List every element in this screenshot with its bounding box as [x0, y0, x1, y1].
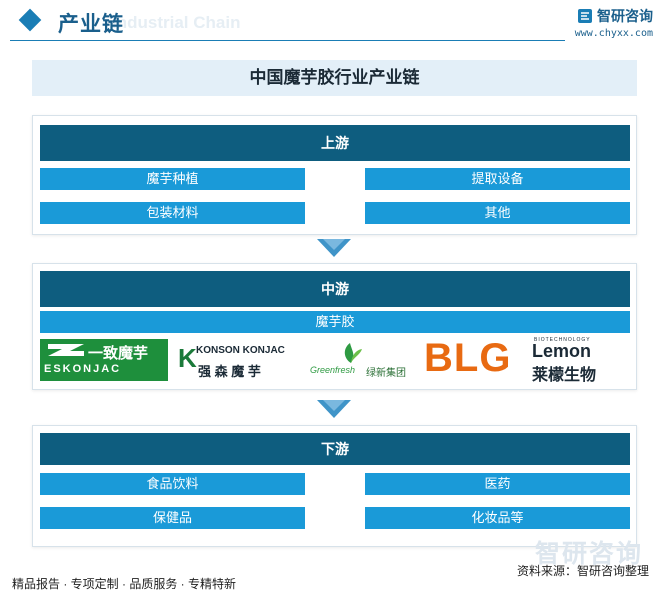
logo-lemon-en: Lemon: [532, 341, 592, 361]
brand-logo: 智研咨询 www.chyxx.com: [553, 6, 653, 39]
logo-eskonjac-cn: 一致魔芋: [88, 345, 149, 362]
chain-title: 中国魔芋胶行业产业链: [32, 60, 637, 96]
diamond-icon: [18, 8, 42, 32]
upstream-header: 上游: [40, 125, 630, 161]
logo-konson-cn: 强 森 魔 芋: [198, 364, 261, 379]
downstream-item: 保健品: [40, 507, 305, 529]
logo-greenfresh: Greenfresh 绿新集团: [310, 339, 418, 381]
page-title: 产业链: [58, 13, 124, 36]
upstream-item: 其他: [365, 202, 630, 224]
downstream-section: 下游 食品饮料 医药 保健品 化妆品等: [32, 425, 637, 547]
eskonjac-emblem-icon: [48, 344, 84, 356]
page-footer: 智研咨询 资料来源：智研咨询整理 精品报告 · 专项定制 · 品质服务 · 专精…: [0, 540, 663, 600]
header-rule: [10, 40, 565, 41]
midstream-header: 中游: [40, 271, 630, 307]
page-header: Industrial Chain 产业链: [0, 0, 663, 48]
logo-lemon: BIOTECHNOLOGY Lemon 莱檬生物: [532, 337, 630, 384]
footer-slogan: 精品报告 · 专项定制 · 品质服务 · 专精特新: [12, 577, 236, 591]
logo-konson-en: KONSON KONJAC: [196, 345, 285, 356]
down-arrow-icon: [317, 400, 351, 418]
logo-blg: BLG: [424, 336, 526, 381]
logo-lemon-tag: BIOTECHNOLOGY: [534, 337, 591, 343]
logo-lemon-cn: 莱檬生物: [532, 367, 597, 384]
downstream-header: 下游: [40, 433, 630, 465]
logo-greenfresh-en: Greenfresh: [310, 365, 356, 375]
downstream-item: 食品饮料: [40, 473, 305, 495]
logo-blg-text: BLG: [424, 336, 512, 380]
footer-watermark: 智研咨询: [534, 540, 643, 568]
brand-name: 智研咨询: [597, 8, 653, 24]
company-logos: 一致魔芋 ESKONJAC K KONSON KONJAC 强 森 魔 芋 Gr…: [40, 336, 630, 384]
upstream-item: 提取设备: [365, 168, 630, 190]
downstream-item: 医药: [365, 473, 630, 495]
upstream-section: 上游 魔芋种植 提取设备 包装材料 其他: [32, 115, 637, 235]
midstream-item: 魔芋胶: [40, 311, 630, 333]
logo-eskonjac: 一致魔芋 ESKONJAC: [40, 339, 168, 381]
down-arrow-icon: [317, 239, 351, 257]
brand-url: www.chyxx.com: [574, 28, 653, 39]
downstream-item: 化妆品等: [365, 507, 630, 529]
logo-greenfresh-cn: 绿新集团: [366, 368, 406, 379]
konson-k-icon: K: [178, 343, 197, 373]
brand-mark-icon: [578, 9, 592, 23]
upstream-item: 魔芋种植: [40, 168, 305, 190]
source-note: 资料来源：智研咨询整理: [516, 564, 649, 578]
upstream-item: 包装材料: [40, 202, 305, 224]
midstream-section: 中游 魔芋胶 一致魔芋 ESKONJAC K KONSON KONJAC 强 森…: [32, 263, 637, 390]
logo-eskonjac-en: ESKONJAC: [44, 363, 122, 375]
leaf-icon: [344, 343, 362, 363]
header-watermark: Industrial Chain: [112, 13, 241, 32]
logo-konson: K KONSON KONJAC 强 森 魔 芋: [178, 339, 300, 381]
